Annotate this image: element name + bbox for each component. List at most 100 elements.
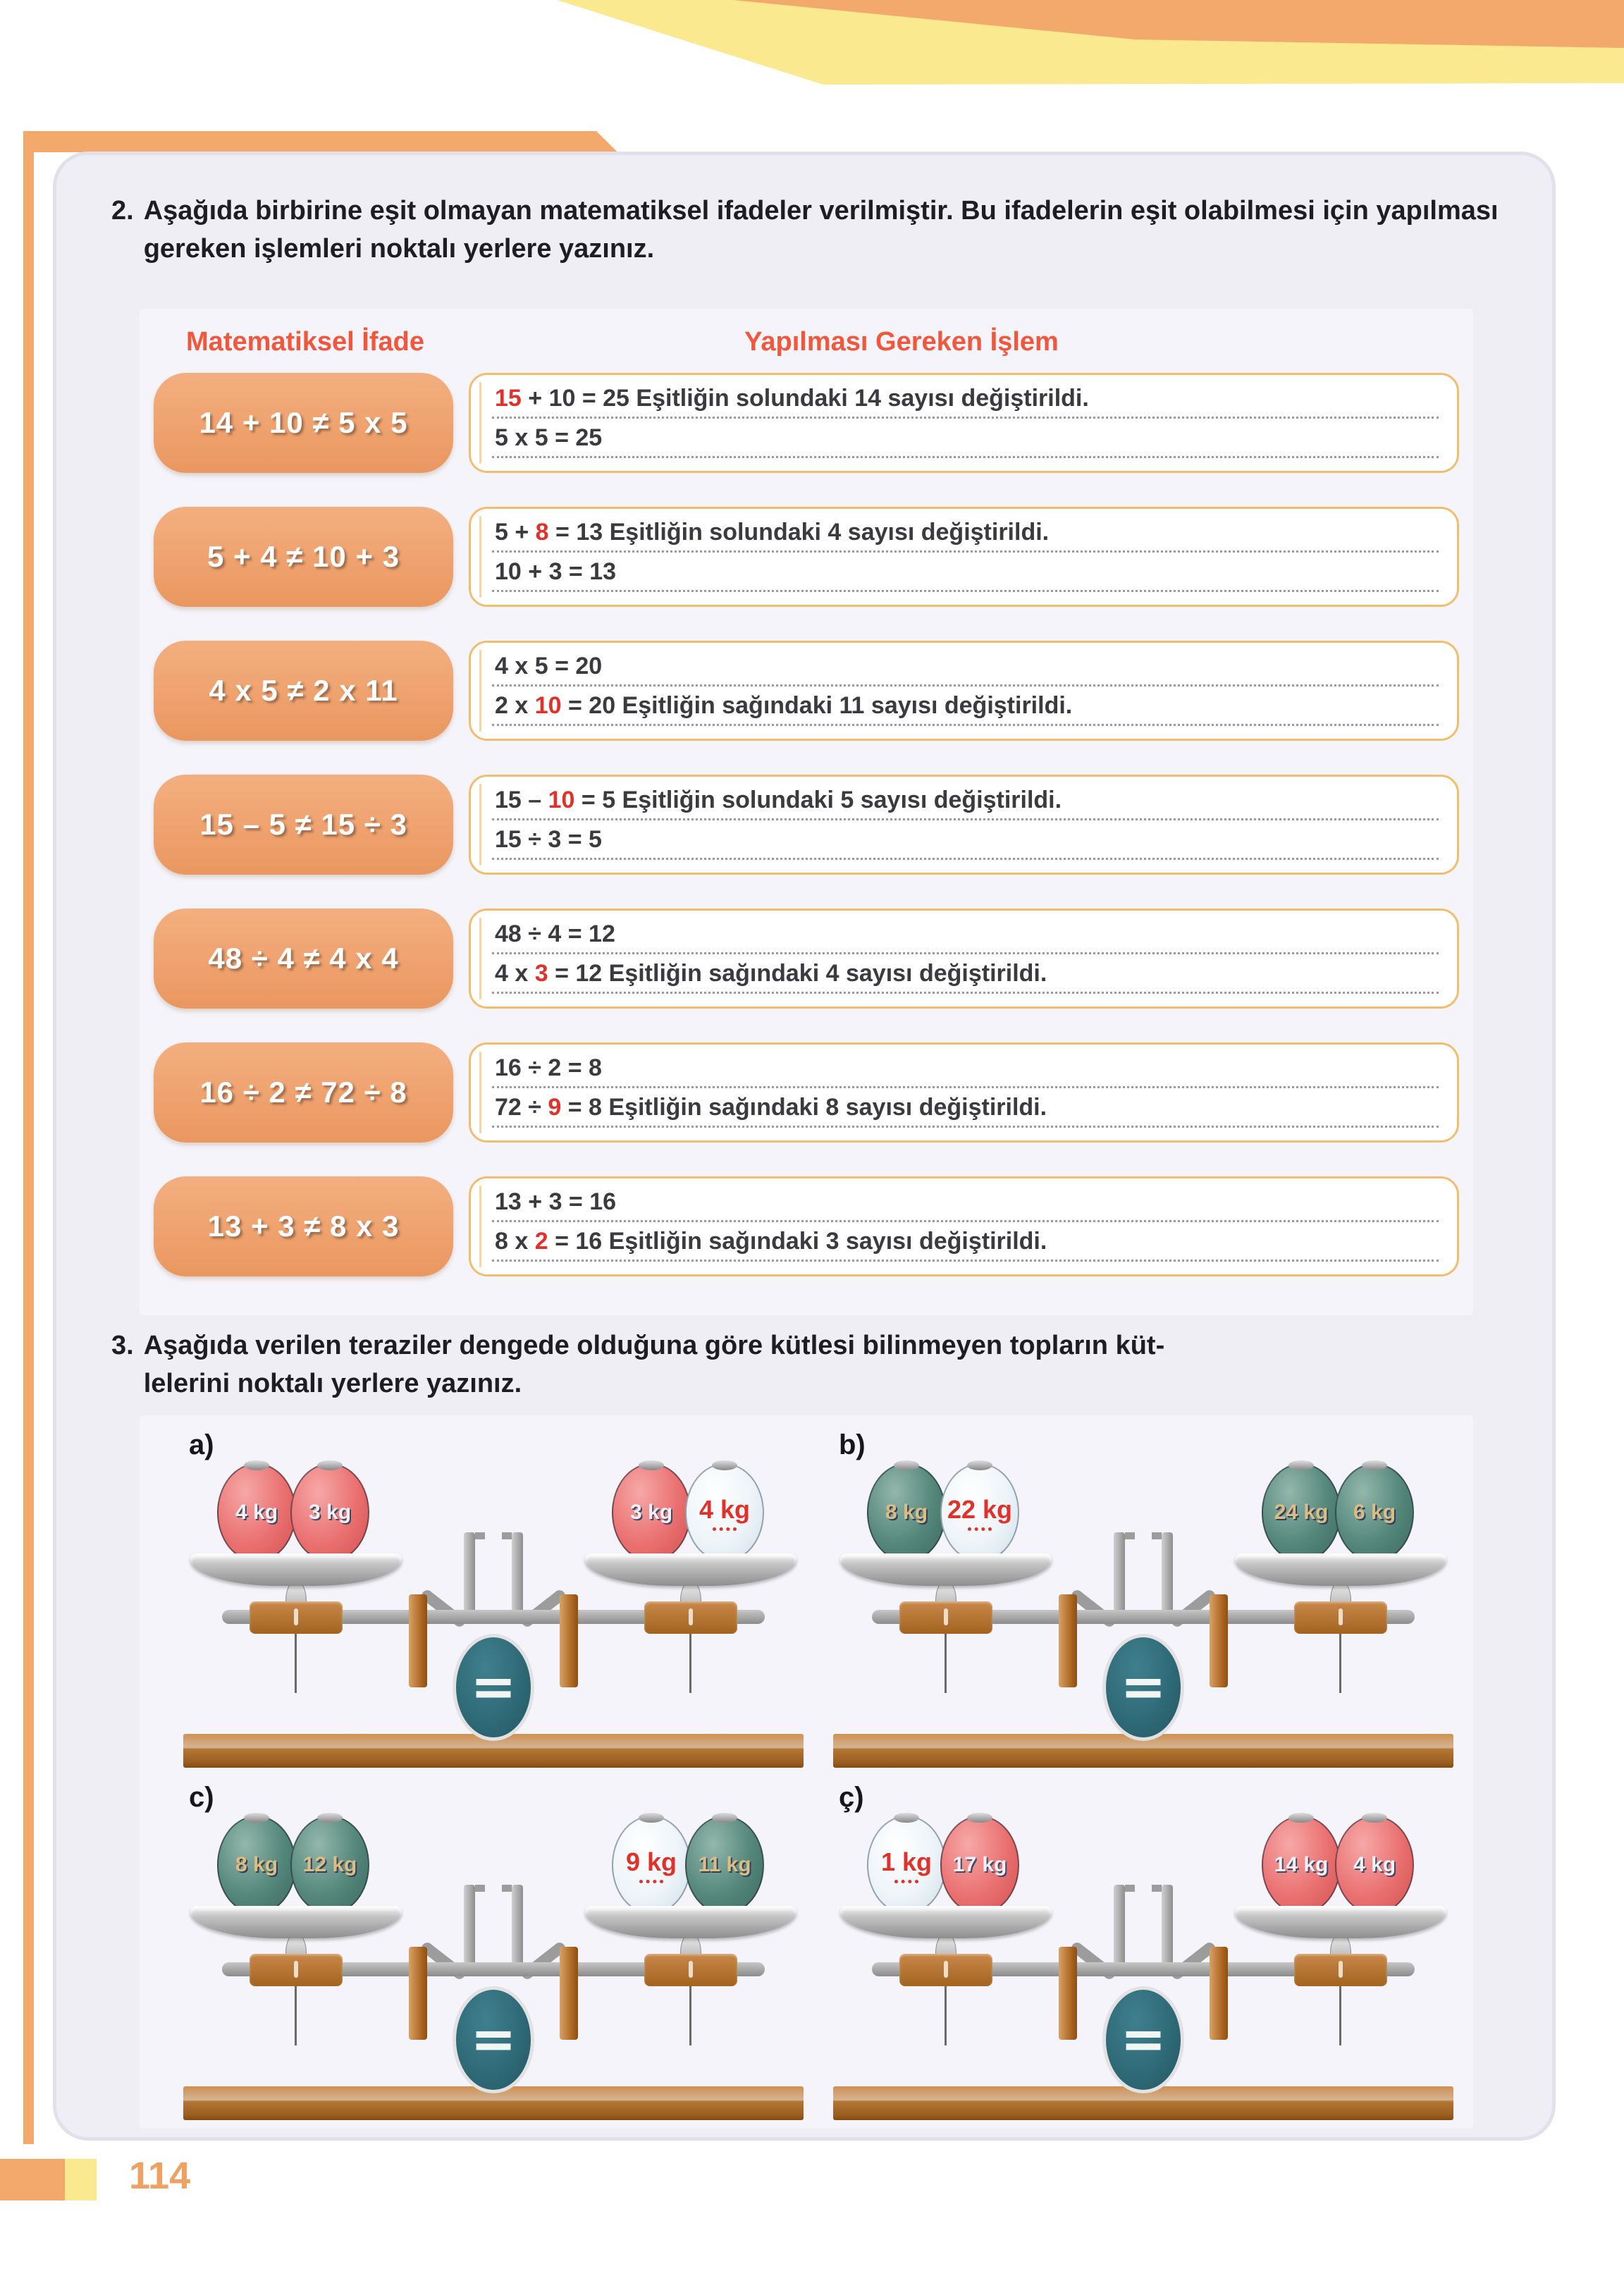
- wooden-post-left: [1059, 1594, 1077, 1687]
- orange-corner: [733, 0, 1624, 48]
- mass-ball: 6 kg: [1335, 1460, 1414, 1562]
- balance-fork-left-prong: [1114, 1532, 1135, 1615]
- balance-beam: [222, 1610, 765, 1624]
- answer-line-1: 15 + 10 = 25 Eşitliğin solundaki 14 sayı…: [492, 385, 1439, 419]
- scale-label: ç): [839, 1782, 864, 1813]
- balance-wire-right: [1339, 1964, 1341, 2045]
- footer-accent-yellow: [65, 2159, 97, 2200]
- scale-figure-b: b) = 8 kg 22 kg: [833, 1429, 1453, 1769]
- answer-box: 15 – 10 = 5 Eşitliğin solundaki 5 sayısı…: [469, 775, 1459, 875]
- balance-wire-left: [945, 1611, 947, 1693]
- answer-line-1: 13 + 3 = 16: [492, 1188, 1439, 1222]
- ball-label: 4 kg: [235, 1501, 278, 1524]
- answer-text-red: 10: [534, 692, 562, 719]
- table-header-row: Matematiksel İfade Yapılması Gereken İşl…: [140, 309, 1473, 373]
- mass-ball: 4 kg: [217, 1460, 296, 1562]
- answer-line-1: 4 x 5 = 20: [492, 653, 1439, 687]
- answer-text: = 5 Eşitliğin solundaki 5 sayısı değişti…: [574, 787, 1062, 813]
- balance-wire-left: [295, 1964, 297, 2045]
- scale-figure-a: a) = 4 kg 3 kg: [183, 1429, 804, 1769]
- wooden-post-left: [409, 1947, 427, 2040]
- scale-figure-cc: ç) = 1 kg 17 kg: [833, 1782, 1453, 2122]
- question-3-number: 3.: [111, 1331, 134, 1360]
- ball-label: 24 kg: [1274, 1501, 1329, 1524]
- scale-label: a): [189, 1429, 214, 1460]
- table-row: 15 – 5 ≠ 15 ÷ 3 15 – 10 = 5 Eşitliğin so…: [154, 775, 1459, 875]
- mass-ball: 11 kg: [685, 1813, 764, 1914]
- scale-label: b): [839, 1429, 866, 1460]
- table-header-expression: Matematiksel İfade: [186, 327, 424, 357]
- wooden-post-right: [560, 1594, 578, 1687]
- beam-block-right: [644, 1954, 737, 1986]
- wooden-post-left: [1059, 1947, 1077, 2040]
- answer-text: = 13 Eşitliğin solundaki 4 sayısı değişt…: [548, 519, 1050, 546]
- question-2: 2. Aşağıda birbirine eşit olmayan matema…: [111, 192, 1503, 268]
- expression-box: 15 – 5 ≠ 15 ÷ 3: [154, 775, 453, 875]
- answer-line-2: 10 + 3 = 13: [492, 558, 1439, 592]
- mass-ball: 17 kg: [940, 1813, 1019, 1914]
- table-row: 5 + 4 ≠ 10 + 3 5 + 8 = 13 Eşitliğin solu…: [154, 507, 1459, 607]
- beam-block-right: [1294, 1954, 1387, 1986]
- expression-box: 48 ÷ 4 ≠ 4 x 4: [154, 909, 453, 1009]
- table-row: 48 ÷ 4 ≠ 4 x 4 48 ÷ 4 = 12 4 x 3 = 12 Eş…: [154, 909, 1459, 1009]
- expression-box: 13 + 3 ≠ 8 x 3: [154, 1176, 453, 1276]
- ball-label: 3 kg: [629, 1501, 673, 1524]
- beam-block-right: [1294, 1601, 1387, 1634]
- table-row: 14 + 10 ≠ 5 x 5 15 + 10 = 25 Eşitliğin s…: [154, 373, 1459, 473]
- question-3-text-line1: Aşağıda verilen teraziler dengede olduğu…: [143, 1331, 1165, 1360]
- balance-beam: [222, 1962, 765, 1976]
- mass-ball: 3 kg: [612, 1460, 691, 1562]
- mass-ball: 3 kg: [290, 1460, 369, 1562]
- answer-text: 15 ÷ 3 = 5: [495, 826, 602, 853]
- balance-wire-right: [689, 1611, 691, 1693]
- question-3-text-line2: lelerini noktalı yerlere yazınız.: [143, 1369, 522, 1398]
- answer-text: = 16 Eşitliğin sağındaki 3 sayısı değişt…: [548, 1228, 1047, 1255]
- balance-beam: [872, 1962, 1415, 1976]
- question-3-text: Aşağıda verilen teraziler dengede olduğu…: [144, 1326, 1165, 1403]
- table-row: 16 ÷ 2 ≠ 72 ÷ 8 16 ÷ 2 = 8 72 ÷ 9 = 8 Eş…: [154, 1042, 1459, 1143]
- answer-box: 16 ÷ 2 = 8 72 ÷ 9 = 8 Eşitliğin sağındak…: [469, 1042, 1459, 1143]
- ball-label: 9 kg: [625, 1847, 677, 1876]
- answer-dots: [968, 1527, 992, 1531]
- wooden-post-right: [1210, 1594, 1228, 1687]
- answer-text: 8 x: [495, 1228, 535, 1255]
- table-row: 4 x 5 ≠ 2 x 11 4 x 5 = 20 2 x 10 = 20 Eş…: [154, 641, 1459, 741]
- question-3: 3. Aşağıda verilen teraziler dengede old…: [111, 1326, 1503, 1403]
- equals-badge: =: [1102, 1986, 1184, 2093]
- answer-line-1: 16 ÷ 2 = 8: [492, 1054, 1439, 1088]
- scale-label: c): [189, 1782, 214, 1813]
- footer-accent-orange: [0, 2159, 65, 2200]
- table-header-operation: Yapılması Gereken İşlem: [744, 327, 1059, 357]
- balance-fork-right-prong: [502, 1885, 523, 1968]
- ball-label: 8 kg: [235, 1853, 278, 1876]
- answer-text: = 12 Eşitliğin sağındaki 4 sayısı değişt…: [548, 960, 1047, 987]
- beam-block-right: [644, 1601, 737, 1634]
- ball-label: 17 kg: [952, 1853, 1007, 1876]
- answer-text-red: 9: [548, 1094, 562, 1121]
- answer-text: 5 +: [495, 519, 536, 546]
- page-number: 114: [129, 2155, 191, 2197]
- answer-dots: [713, 1527, 737, 1531]
- answer-box: 4 x 5 = 20 2 x 10 = 20 Eşitliğin sağında…: [469, 641, 1459, 741]
- answer-box: 5 + 8 = 13 Eşitliğin solundaki 4 sayısı …: [469, 507, 1459, 607]
- mass-ball: 9 kg: [612, 1813, 691, 1914]
- beam-block-left: [899, 1954, 992, 1986]
- balance-pan-left: [840, 1553, 1052, 1586]
- expression-box: 5 + 4 ≠ 10 + 3: [154, 507, 453, 607]
- balance-pan-right: [1235, 1906, 1446, 1938]
- ball-label: 12 kg: [302, 1853, 357, 1876]
- answer-line-2: 8 x 2 = 16 Eşitliğin sağındaki 3 sayısı …: [492, 1228, 1439, 1262]
- answer-text: 15 –: [495, 787, 548, 813]
- beam-block-left: [899, 1601, 992, 1634]
- answer-line-2: 15 ÷ 3 = 5: [492, 826, 1439, 860]
- question-2-number: 2.: [111, 196, 134, 226]
- mass-ball: 4 kg: [1335, 1813, 1414, 1914]
- answer-text: 16 ÷ 2 = 8: [495, 1054, 602, 1081]
- expressions-table: Matematiksel İfade Yapılması Gereken İşl…: [140, 309, 1473, 1315]
- balance-pan-right: [585, 1906, 796, 1938]
- mass-ball: 8 kg: [217, 1813, 296, 1914]
- scales-grid: a) = 4 kg 3 kg: [140, 1415, 1473, 2122]
- orange-swoosh: [23, 131, 742, 276]
- answer-line-2: 2 x 10 = 20 Eşitliğin sağındaki 11 sayıs…: [492, 692, 1439, 726]
- answer-text: + 10 = 25 Eşitliğin solundaki 14 sayısı …: [521, 385, 1089, 412]
